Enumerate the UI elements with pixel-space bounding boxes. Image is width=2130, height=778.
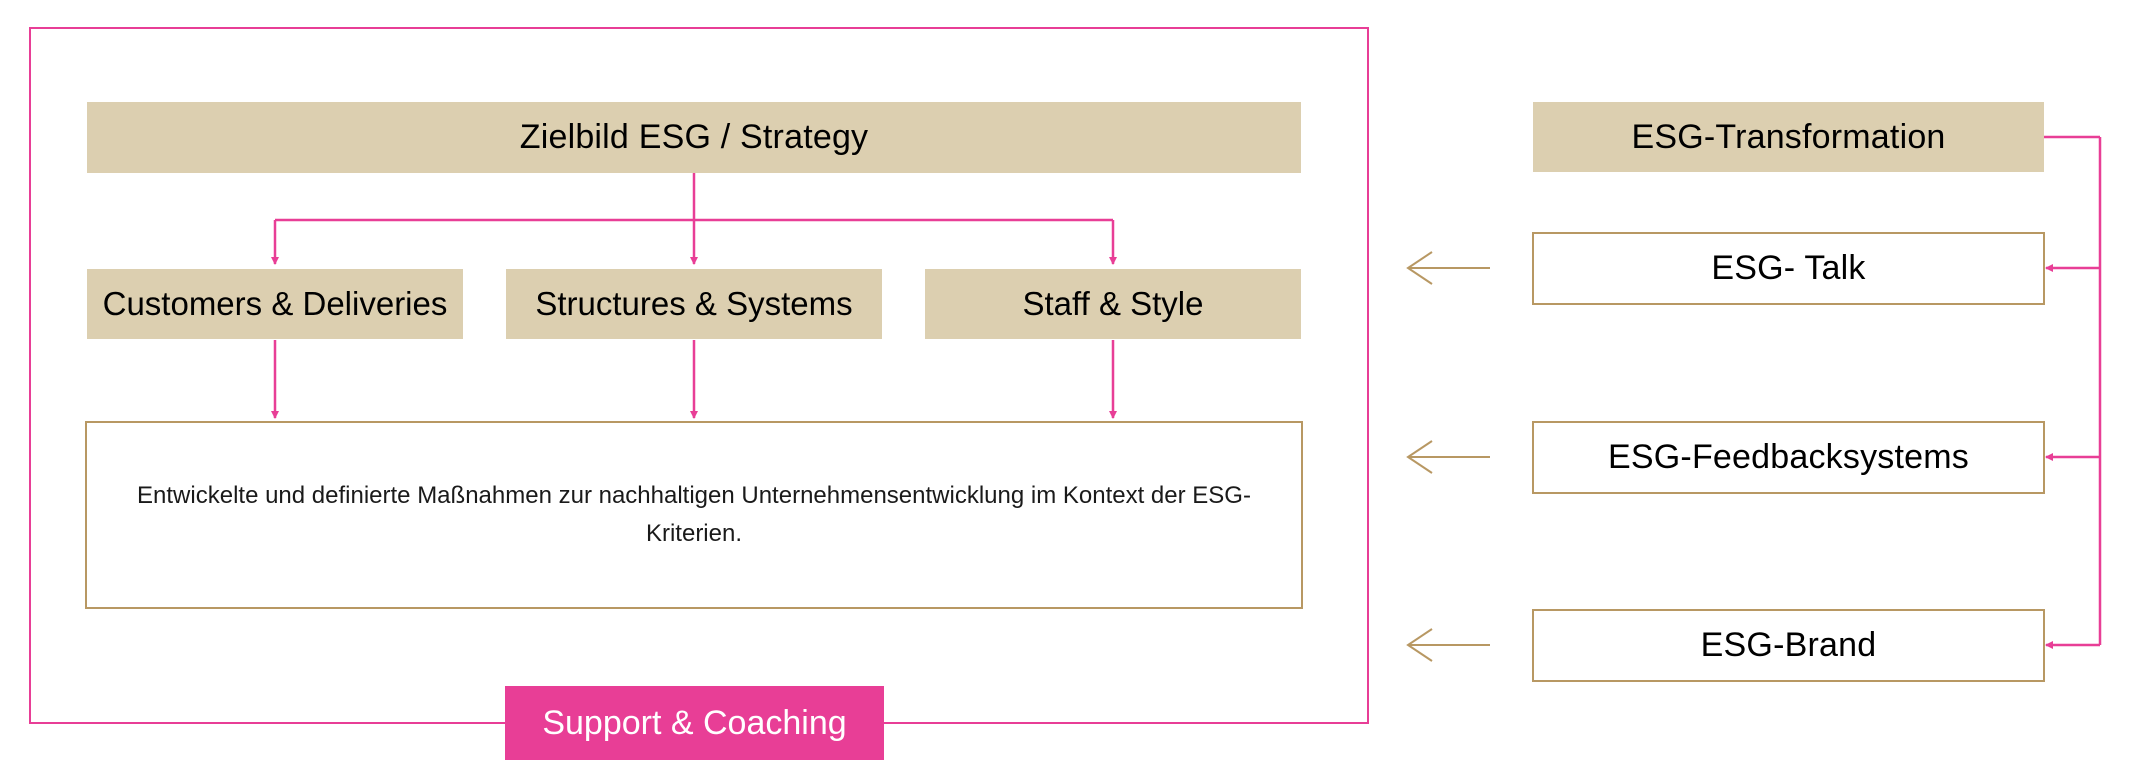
- transformation-item-label: ESG-Brand: [1700, 626, 1877, 664]
- transformation-box: ESG-Transformation: [1533, 102, 2044, 172]
- support-coaching-label: Support & Coaching: [505, 686, 884, 760]
- support-coaching-text: Support & Coaching: [542, 703, 847, 742]
- transformation-item-talk: ESG- Talk: [1532, 232, 2045, 305]
- transformation-item-brand: ESG-Brand: [1532, 609, 2045, 682]
- transformation-bracket: [2044, 135, 2102, 649]
- strategy-title: Zielbild ESG / Strategy: [519, 118, 869, 156]
- outcome-text: Entwickelte und definierte Maßnahmen zur…: [137, 482, 1251, 547]
- outcome-box: Entwickelte und definierte Maßnahmen zur…: [85, 421, 1303, 609]
- gold-arrows: [1406, 251, 1490, 662]
- transformation-item-label: ESG-Feedbacksystems: [1608, 438, 1969, 476]
- pillar-label: Structures & Systems: [535, 285, 853, 322]
- pillar-staff: Staff & Style: [925, 269, 1301, 339]
- pillar-customers: Customers & Deliveries: [87, 269, 463, 339]
- pillar-label: Customers & Deliveries: [102, 285, 448, 322]
- strategy-box: Zielbild ESG / Strategy: [87, 102, 1301, 173]
- transformation-item-feedbacksystems: ESG-Feedbacksystems: [1532, 421, 2045, 494]
- transformation-title: ESG-Transformation: [1631, 117, 1946, 156]
- transformation-item-label: ESG- Talk: [1711, 249, 1866, 287]
- pillar-structures: Structures & Systems: [506, 269, 882, 339]
- pillar-label: Staff & Style: [1022, 285, 1204, 322]
